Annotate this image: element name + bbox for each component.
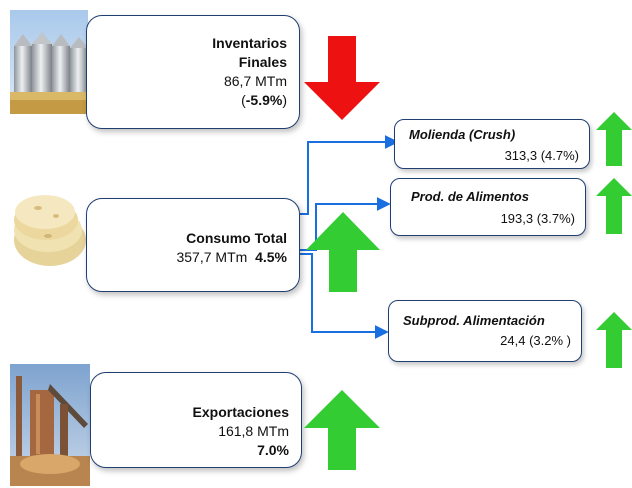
consumo-total-box: Consumo Total 357,7 MTm 4.5% (86, 198, 300, 292)
tortillas-photo (8, 178, 90, 274)
grain-export-photo (10, 364, 90, 486)
prod-alimentos-box: Prod. de Alimentos 193,3 (3.7%) (390, 178, 586, 236)
consumo-title: Consumo Total (186, 230, 287, 246)
exportaciones-change: 7.0% (257, 442, 289, 458)
subprod-value: 24,4 (3.2% ) (500, 333, 571, 348)
inventarios-change: (-5.9%) (241, 92, 287, 108)
consumo-value-line: 357,7 MTm 4.5% (176, 249, 287, 265)
inventarios-title-line2: Finales (238, 54, 287, 70)
exportaciones-title: Exportaciones (192, 404, 289, 420)
inventarios-title-line1: Inventarios (212, 35, 287, 51)
subprod-label: Subprod. Alimentación (403, 313, 545, 328)
molienda-value: 313,3 (4.7%) (504, 148, 579, 163)
subprod-alimentacion-box: Subprod. Alimentación 24,4 (3.2% ) (388, 300, 582, 362)
exportaciones-box: Exportaciones 161,8 MTm 7.0% (90, 372, 302, 468)
molienda-label: Molienda (Crush) (409, 127, 516, 142)
molienda-box: Molienda (Crush) 313,3 (4.7%) (394, 119, 590, 169)
exportaciones-value: 161,8 MTm (218, 423, 289, 439)
inventarios-value: 86,7 MTm (223, 73, 287, 89)
grain-silos-photo (10, 10, 88, 114)
inventarios-finales-box: Inventarios Finales 86,7 MTm (-5.9%) (86, 15, 300, 129)
prod-alimentos-label: Prod. de Alimentos (411, 189, 529, 204)
prod-alimentos-value: 193,3 (3.7%) (500, 211, 575, 226)
